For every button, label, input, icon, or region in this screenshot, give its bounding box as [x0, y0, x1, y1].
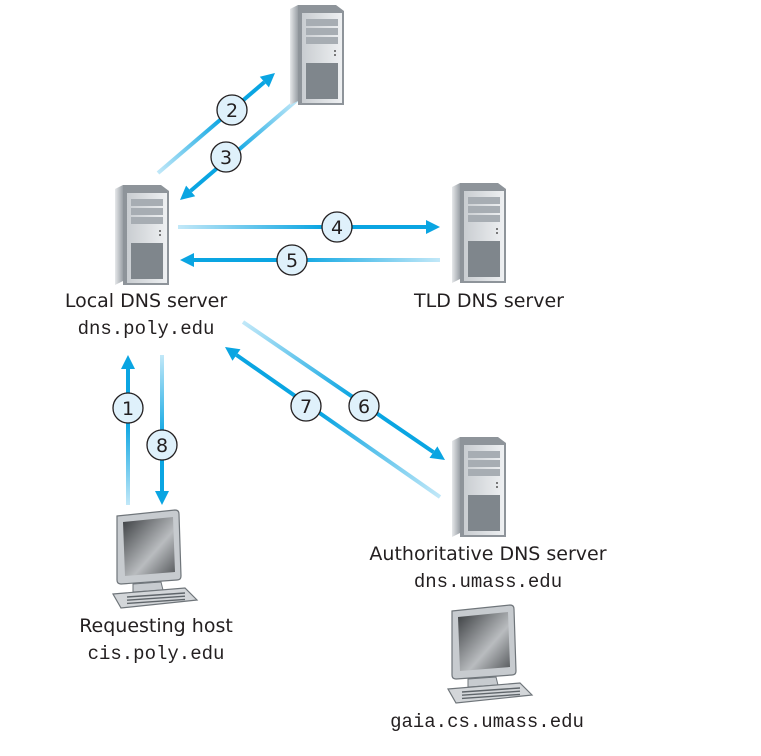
step-circle: [348, 390, 380, 422]
tld-dns-label: TLD DNS server: [413, 290, 564, 312]
step-number: 6: [358, 396, 370, 418]
target-host-name: gaia.cs.umass.edu: [390, 711, 584, 733]
step-number: 1: [122, 398, 134, 420]
arrows-layer: 1 2 3 4 5 6 7 8: [112, 73, 445, 505]
step-number: 2: [226, 100, 238, 122]
local-dns-label: Local DNS server: [65, 290, 228, 312]
step-number: 3: [220, 147, 232, 169]
arrow-step-7: 7: [225, 347, 442, 499]
step-circle: [146, 429, 178, 461]
requesting-host-computer-icon: [112, 509, 199, 609]
arrowhead-icon: [429, 446, 445, 460]
arrow-step-3: 3: [180, 98, 299, 200]
arrow-step-6: 6: [241, 320, 445, 460]
arrow-step-2: 2: [156, 73, 275, 175]
step-number: 4: [331, 217, 343, 239]
arrow-shaft: [241, 320, 435, 454]
step-number: 7: [300, 396, 312, 418]
root-dns-server-icon: [290, 5, 344, 105]
arrow-shaft: [156, 80, 266, 175]
step-number: 5: [286, 250, 298, 272]
step-circle: [112, 392, 144, 424]
icons-layer: [112, 5, 534, 704]
arrowhead-icon: [155, 491, 169, 505]
local-dns-server-icon: [115, 185, 169, 285]
step-circle: [210, 141, 242, 173]
requesting-host-label: Requesting host: [79, 615, 233, 637]
target-host-computer-icon: [447, 604, 534, 704]
arrow-shaft: [235, 353, 442, 499]
step-circle: [321, 211, 353, 243]
tld-dns-server-icon: [452, 183, 506, 283]
arrowhead-icon: [180, 185, 196, 200]
arrowhead-icon: [259, 73, 275, 88]
local-dns-host: dns.poly.edu: [78, 318, 215, 340]
step-circle: [290, 390, 322, 422]
arrowhead-icon: [426, 220, 440, 234]
step-circle: [276, 244, 308, 276]
step-number: 8: [156, 435, 168, 457]
requesting-host-name: cis.poly.edu: [88, 643, 225, 665]
arrowhead-icon: [121, 355, 135, 369]
authoritative-dns-server-icon: [452, 437, 506, 537]
arrowhead-icon: [225, 347, 241, 361]
arrow-step-4: 4: [178, 211, 440, 243]
auth-dns-host: dns.umass.edu: [414, 571, 562, 593]
auth-dns-label: Authoritative DNS server: [369, 543, 606, 565]
arrow-step-8: 8: [146, 355, 178, 505]
arrow-shaft: [189, 98, 299, 193]
step-circle: [216, 94, 248, 126]
arrow-step-1: 1: [112, 355, 144, 505]
arrow-step-5: 5: [180, 244, 440, 276]
arrowhead-icon: [180, 253, 194, 267]
